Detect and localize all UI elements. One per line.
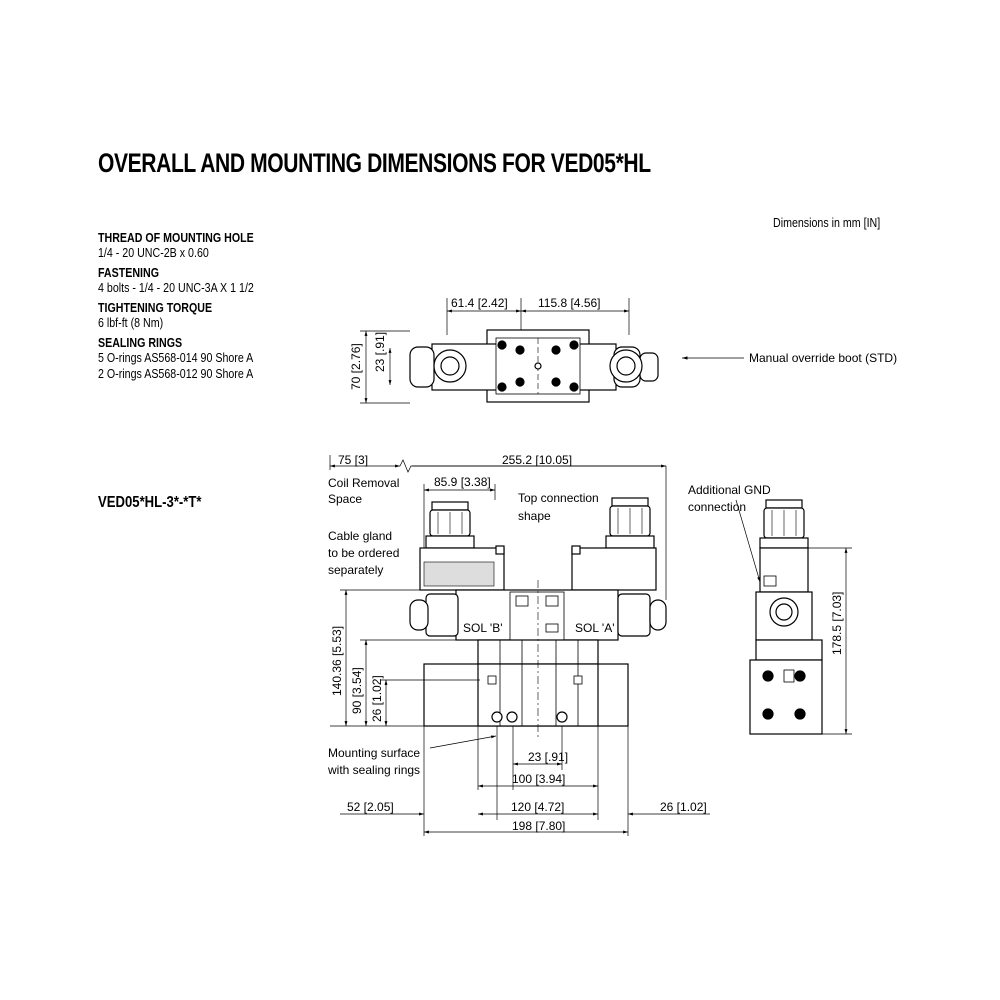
dim-23-front: 23 [.91]: [528, 750, 568, 764]
dim-255-2: 255.2 [10.05]: [502, 453, 572, 467]
spec-value-sealing-2: 2 O-rings AS568-012 90 Shore A: [98, 366, 254, 381]
cable-gland-label-1: Cable gland: [328, 529, 392, 543]
spec-list: THREAD OF MOUNTING HOLE 1/4 - 20 UNC-2B …: [98, 226, 398, 382]
cable-gland-label-2: to be ordered: [328, 546, 399, 560]
spec-value-torque: 6 lbf-ft (8 Nm): [98, 315, 164, 330]
manual-override-label: Manual override boot (STD): [749, 351, 897, 365]
dim-61-4: 61.4 [2.42]: [451, 296, 508, 310]
dim-120: 120 [4.72]: [511, 800, 564, 814]
top-connection-label-1: Top connection: [518, 491, 599, 505]
spec-value-sealing-1: 5 O-rings AS568-014 90 Shore A: [98, 350, 254, 365]
top-connection-label-2: shape: [518, 509, 551, 523]
spec-value-thread: 1/4 - 20 UNC-2B x 0.60: [98, 245, 209, 260]
dim-140-36: 140.36 [5.53]: [330, 626, 344, 696]
coil-removal-label-2: Space: [328, 492, 362, 506]
dim-23-top: 23 [.91]: [373, 332, 387, 372]
front-view: [329, 455, 710, 836]
page-title: OVERALL AND MOUNTING DIMENSIONS FOR VED0…: [98, 148, 651, 178]
dim-115-8: 115.8 [4.56]: [538, 296, 601, 310]
gnd-label-1: Additional GND: [688, 483, 771, 497]
spec-heading-fastening: FASTENING: [98, 265, 160, 280]
mounting-surface-label-1: Mounting surface: [328, 746, 420, 760]
sol-a-label: SOL 'A': [575, 621, 615, 635]
dim-198: 198 [7.80]: [512, 819, 565, 833]
dim-90: 90 [3.54]: [350, 667, 364, 714]
dim-100: 100 [3.94]: [512, 772, 565, 786]
dim-178-5: 178.5 [7.03]: [830, 592, 844, 655]
dim-52: 52 [2.05]: [347, 800, 394, 814]
sol-b-label: SOL 'B': [463, 621, 503, 635]
dim-26-left: 26 [1.02]: [370, 675, 384, 722]
spec-heading-thread: THREAD OF MOUNTING HOLE: [98, 230, 254, 245]
dim-75: 75 [3]: [338, 453, 368, 467]
dim-85-9: 85.9 [3.38]: [434, 475, 491, 489]
cable-gland-label-3: separately: [328, 563, 383, 577]
side-view-labels: Additional GND connection 178.5 [7.03]: [688, 483, 844, 655]
dim-70: 70 [2.76]: [349, 343, 363, 390]
top-view-labels: 61.4 [2.42] 115.8 [4.56] 23 [.91] 70 [2.…: [349, 296, 897, 390]
spec-heading-torque: TIGHTENING TORQUE: [98, 300, 213, 315]
units-note: Dimensions in mm [IN]: [773, 215, 881, 230]
coil-removal-label-1: Coil Removal: [328, 476, 399, 490]
spec-heading-sealing: SEALING RINGS: [98, 335, 183, 350]
spec-value-fastening: 4 bolts - 1/4 - 20 UNC-3A X 1 1/2: [98, 280, 254, 295]
side-view: [735, 499, 852, 735]
mounting-surface-label-2: with sealing rings: [327, 763, 420, 777]
gnd-label-2: connection: [688, 500, 746, 514]
dim-26-right: 26 [1.02]: [660, 800, 707, 814]
top-view: [360, 298, 744, 404]
variant-label: VED05*HL-3*-*T*: [98, 494, 202, 511]
front-view-labels: 75 [3] 255.2 [10.05] Coil Removal Space …: [327, 453, 707, 833]
